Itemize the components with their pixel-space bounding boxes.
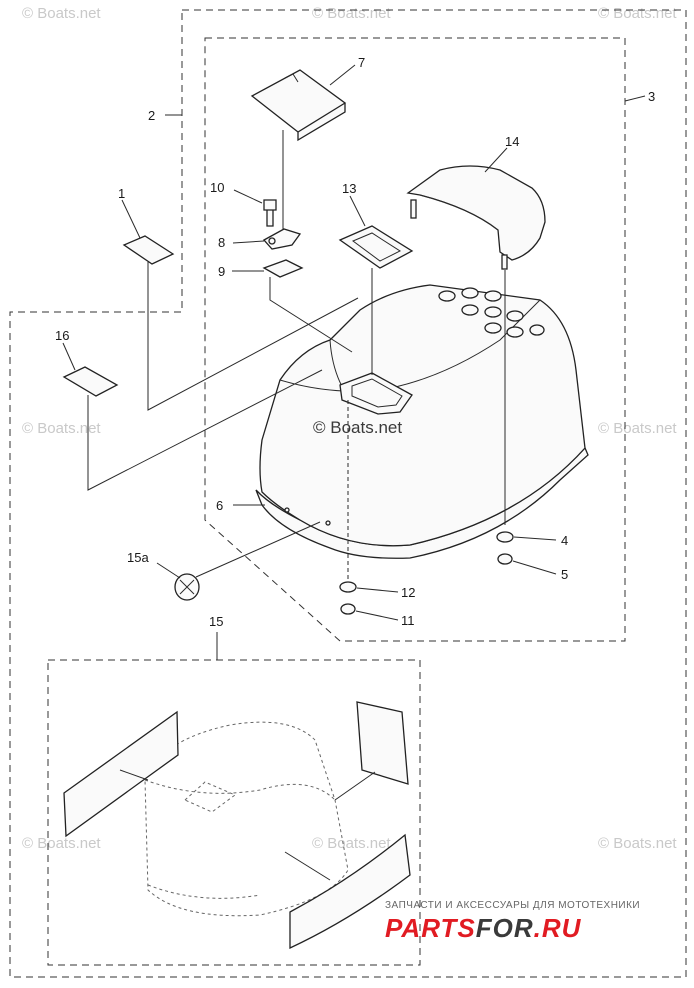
part-14-pin-left [410,199,417,219]
top-cowling [255,284,589,559]
watermark-center: © Boats.net [313,418,402,437]
part-15a-emblem [174,573,200,601]
part-7-notch [284,73,299,83]
leader-12 [356,587,399,593]
callout-labels: 1 2 3 4 5 6 7 8 9 10 11 12 13 14 15 15a … [55,55,655,629]
watermark-mid-right: © Boats.net [598,420,677,437]
leader-1-down [147,262,359,411]
callout-12: 12 [401,585,415,600]
leader-15a [156,562,181,579]
callout-8: 8 [218,235,225,250]
part-10-bolt [263,199,277,227]
callout-10: 10 [210,180,224,195]
leader-13 [349,195,366,227]
cowling-screw-hole [284,507,290,513]
part-8-hole [268,237,276,245]
part-13-seal [338,225,414,269]
callout-15: 15 [209,614,223,629]
leader-8 [232,240,265,244]
callout-7: 7 [358,55,365,70]
callout-16: 16 [55,328,69,343]
group-15-outline [47,659,421,966]
brand-name-part2: FOR [476,913,534,943]
leader-9-down [269,277,353,353]
part-4-grommet [496,531,514,543]
decal-set-15 [63,701,411,950]
group-2-outline [9,9,687,978]
part-5-collar [497,553,513,565]
watermarks: © Boats.net © Boats.net © Boats.net © Bo… [22,5,677,852]
part-12-grommet [339,581,357,593]
callout-13: 13 [342,181,356,196]
decal-right [356,701,409,785]
watermark-top-left: © Boats.net [22,5,101,22]
leader-1 [121,199,141,239]
callout-4: 4 [561,533,568,548]
leader-3 [624,95,646,102]
leader-16-down [87,369,323,491]
leader-5 [512,560,557,575]
part-16-decal [62,366,119,397]
cowling-screw-hole [325,520,331,526]
watermark-mid-left: © Boats.net [22,420,101,437]
part-14-cover-ridge [419,194,499,231]
leader-4 [513,536,557,541]
callout-11: 11 [401,613,415,628]
part-14-cover [406,165,546,261]
callout-6: 6 [216,498,223,513]
watermark-top-right: © Boats.net [598,5,677,22]
part-9-bracket [262,259,304,278]
leader-15a-to-cowling [195,521,321,578]
callout-9: 9 [218,264,225,279]
group-3-outline [204,37,626,642]
decal-left [63,710,179,838]
brand-name-part1: PARTS [385,913,476,943]
watermark-bottom-right: © Boats.net [598,835,677,852]
brand-tagline: ЗАПЧАСТИ И АКСЕССУАРЫ ДЛЯ МОТОТЕХНИКИ [385,900,640,911]
callout-1: 1 [118,186,125,201]
callout-5: 5 [561,567,568,582]
cowling-opening-inner [351,378,403,408]
leader-7 [329,64,356,86]
callout-2: 2 [148,108,155,123]
brand-name-part3: .RU [534,913,582,943]
part-11-collar [340,603,356,615]
leader-10 [233,189,263,204]
callout-3: 3 [648,89,655,104]
part-1-decal [122,235,175,265]
ghost-cowling [144,721,349,917]
leader-11 [355,610,399,621]
brand-name: PARTSFOR.RU [385,913,582,943]
callout-14: 14 [505,134,519,149]
leader-16 [62,342,76,371]
decal-bottom [289,833,411,950]
brand-logo: ЗАПЧАСТИ И АКСЕССУАРЫ ДЛЯ МОТОТЕХНИКИ PA… [385,900,640,943]
cowling-body [259,284,586,547]
watermark-bottom-left: © Boats.net [22,835,101,852]
cowling-vent-holes [438,287,545,338]
part-7-plate [250,69,347,142]
callout-15a: 15a [127,550,149,565]
leader-14 [484,147,508,173]
part-14-pin-right [501,254,508,270]
watermark-top-center: © Boats.net [312,5,391,22]
part-13-seal-inner [351,232,402,262]
watermark-bottom-center: © Boats.net [312,835,391,852]
